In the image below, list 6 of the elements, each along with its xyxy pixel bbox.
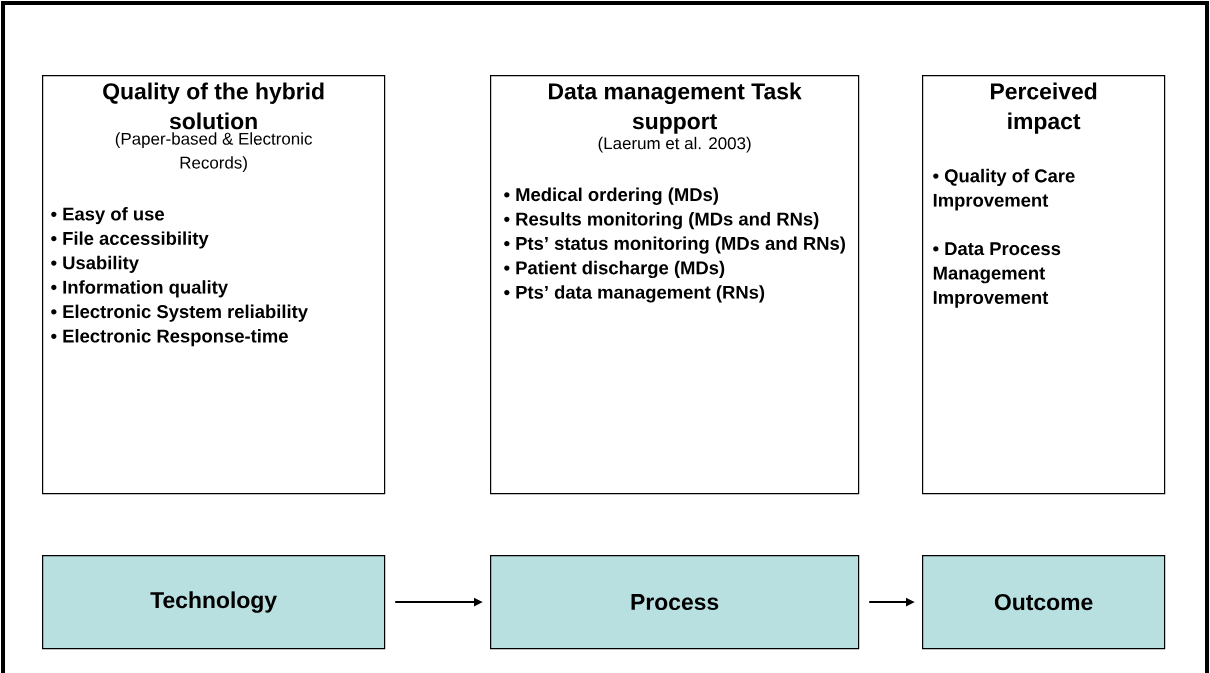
stage-box: Outcome	[922, 555, 1166, 650]
stage-box: Technology	[42, 555, 386, 650]
text-box: Data management Task support (Laerum et al. 2003) • Medical ordering (MDs) • Results monitoring (MDs and RNs) • Pts’ status monitoring (MDs and RNs) • Patient discharge (MDs) • Pts’ data management (RNs)	[490, 75, 860, 495]
text-box: Perceived impact • Quality of Care Improvement • Data Process Management Improvement	[922, 75, 1166, 495]
stage-box: Process	[490, 555, 860, 650]
text-box: Quality of the hybrid solution (Paper-based & Electronic Records) • Easy of use • File accessibility • Usability • Information quality • Electronic System reliability • Electronic Response-time	[42, 75, 386, 495]
